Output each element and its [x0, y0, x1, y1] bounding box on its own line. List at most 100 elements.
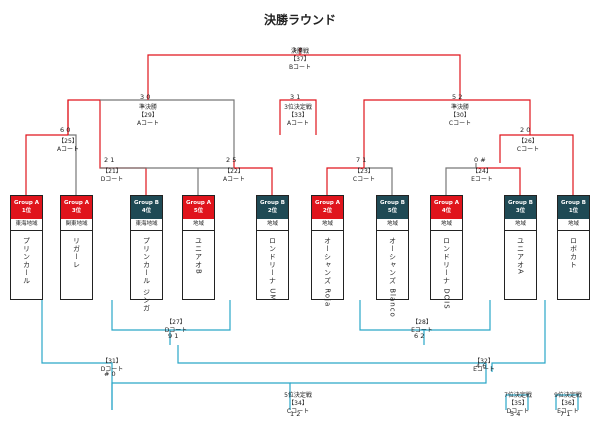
team-rank: 3位 [71, 208, 82, 214]
line [111, 300, 171, 345]
line [170, 300, 231, 331]
match-label: 【26】 Cコート [516, 138, 540, 153]
match-score: 9 1 [168, 332, 179, 340]
line [279, 99, 317, 135]
match-score: 7 1 [560, 410, 571, 418]
line [41, 300, 113, 410]
team-name: ロボカト [569, 237, 578, 269]
team-seed: Group B 5位 [377, 196, 408, 219]
line [300, 54, 461, 100]
team-group: Group B [561, 200, 586, 206]
team-rank: 5位 [193, 208, 204, 214]
team-rank: 2位 [322, 208, 333, 214]
team-region: 東海地域 [11, 219, 42, 231]
team-rank: 5位 [387, 208, 398, 214]
team-rank: 1位 [21, 208, 32, 214]
team-rank: 4位 [141, 208, 152, 214]
team-region: 東海地域 [131, 219, 162, 231]
match-label: 7位決定戦 【35】 Dコート [504, 392, 532, 415]
team-card: Group A 5位地域ユニアオB [182, 195, 215, 300]
team-group: Group A [63, 200, 90, 206]
team-region: 地域 [431, 219, 462, 231]
team-card: Group B 4位東海地域プリンカール ジンガ [130, 195, 163, 312]
match-score: 3 0 [292, 46, 303, 54]
team-seed: Group A 2位 [312, 196, 343, 219]
team-card: Group A 4位地域ロンドリーナ DOIS [430, 195, 463, 310]
match-score: 6 2 [414, 332, 425, 340]
team-group: Group B [260, 200, 285, 206]
team-name: ロンドリーナ UM [268, 237, 277, 302]
team-group: Group B [380, 200, 405, 206]
match-score: 2 1 [104, 156, 115, 164]
team-rank: 3位 [515, 208, 526, 214]
line [505, 394, 529, 410]
page-title: 決勝ラウンド [263, 13, 336, 27]
match-label: 決勝戦 【37】 Bコート [288, 48, 312, 71]
match-score: 5 4 [510, 410, 521, 418]
match-label: 【23】 Cコート [352, 168, 376, 183]
line [177, 345, 487, 372]
team-rank: 1位 [568, 208, 579, 214]
team-name: オーシャンズ Roja [323, 237, 332, 308]
team-card: Group B 1位地域ロボカト [557, 195, 590, 300]
team-region: 地域 [312, 219, 343, 231]
line [111, 382, 291, 410]
line [460, 99, 531, 135]
line [424, 300, 491, 331]
match-label: 【27】 Dコート [164, 319, 188, 334]
line [326, 167, 364, 195]
match-label: 【25】 Aコート [56, 138, 80, 153]
line [530, 134, 574, 195]
team-name: プリンカール [22, 237, 31, 285]
team-region: 地域 [377, 219, 408, 231]
match-score: 4 6 [476, 362, 487, 370]
match-score: 3 1 [290, 93, 301, 101]
team-group: Group A [185, 200, 212, 206]
line [363, 99, 460, 168]
match-label: 【24】 Eコート [471, 168, 493, 183]
team-group: Group B [134, 200, 159, 206]
team-group: Group B [508, 200, 533, 206]
match-label: 準決勝 【29】 Aコート [136, 104, 160, 127]
team-group: Group A [433, 200, 460, 206]
line [68, 134, 77, 195]
team-seed: Group B 1位 [558, 196, 589, 219]
match-label: 【22】 Aコート [222, 168, 246, 183]
team-name: ユニアオB [194, 237, 203, 275]
line [147, 54, 300, 100]
line [555, 394, 579, 410]
team-region: 地域 [183, 219, 214, 231]
match-score: 5 2 [452, 93, 463, 101]
team-seed: Group A 4位 [431, 196, 462, 219]
match-score: 7 1 [356, 156, 367, 164]
line [499, 134, 530, 163]
team-seed: Group B 4位 [131, 196, 162, 219]
team-region: 関東地域 [61, 219, 92, 231]
match-label: 【21】 Dコート [100, 168, 124, 183]
team-region: 地域 [558, 219, 589, 231]
match-label: 【32】 Eコート [473, 358, 495, 373]
team-name: ロンドリーナ DOIS [442, 237, 451, 310]
match-label: 【28】 Eコート [411, 319, 433, 334]
team-region: 地域 [257, 219, 288, 231]
match-score: 3 0 [140, 93, 151, 101]
team-name: ユニアオA [516, 237, 525, 275]
line [359, 300, 425, 345]
team-name: プリンカール ジンガ [142, 237, 151, 313]
match-score: # 0 [104, 370, 116, 378]
team-rank: 4位 [441, 208, 452, 214]
line [476, 167, 521, 195]
match-score: 0 # [474, 156, 486, 164]
line [25, 134, 68, 195]
team-group: Group A [314, 200, 341, 206]
line [445, 163, 477, 195]
team-seed: Group A 3位 [61, 196, 92, 219]
line [290, 372, 487, 384]
line [100, 99, 235, 160]
line [491, 300, 546, 372]
